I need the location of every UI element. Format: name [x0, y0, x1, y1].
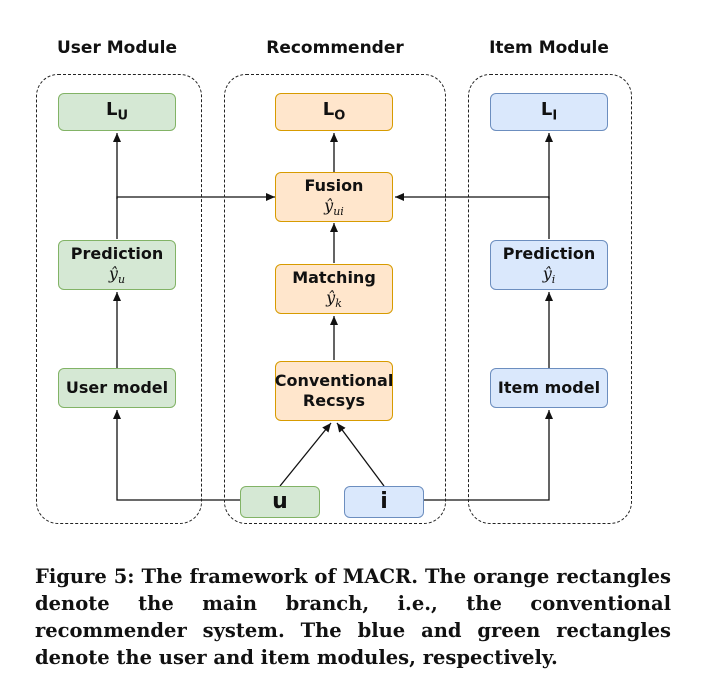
- conventional-line1: Conventional: [274, 371, 394, 390]
- fusion-node: Fusion ŷui: [275, 172, 393, 222]
- fusion-label: Fusion: [304, 175, 364, 195]
- matching-node: Matching ŷk: [275, 264, 393, 314]
- arrow-prediction-u-to-fusion: [116, 193, 275, 201]
- user-module-group: [36, 74, 202, 524]
- conventional-line2: Recsys: [302, 391, 366, 410]
- prediction-item-node: Prediction ŷi: [490, 240, 608, 290]
- arrow-i-to-item-model: [424, 410, 553, 501]
- loss-i-sub: I: [552, 108, 558, 124]
- input-u-node: u: [240, 486, 320, 518]
- framework-diagram: [113, 133, 553, 501]
- conventional-recsys-node: Conventional Recsys: [275, 361, 393, 421]
- loss-u-node: LU: [58, 93, 176, 131]
- fusion-var: ŷ: [324, 195, 334, 215]
- prediction-user-sub: u: [117, 272, 126, 286]
- arrow-prediction-i-to-fusion: [395, 193, 550, 201]
- item-model-label: Item model: [497, 378, 601, 397]
- header-user-module: User Module: [57, 38, 177, 58]
- item-module-group: [468, 74, 632, 524]
- header-recommender: Recommender: [266, 38, 404, 58]
- arrow-u-to-conventional: [279, 422, 332, 487]
- recommender-group: [224, 74, 446, 524]
- matching-var: ŷ: [326, 287, 336, 307]
- prediction-user-label: Prediction: [70, 243, 164, 263]
- prediction-item-sub: i: [551, 272, 556, 286]
- loss-i-base: L: [540, 99, 553, 121]
- arrow-u-to-user-model: [113, 410, 240, 501]
- user-model-node: User model: [58, 368, 176, 408]
- item-model-node: Item model: [490, 368, 608, 408]
- loss-i-node: LI: [490, 93, 608, 131]
- loss-o-sub: O: [334, 108, 346, 124]
- prediction-item-var: ŷ: [542, 263, 552, 283]
- prediction-user-var: ŷ: [108, 263, 118, 283]
- loss-u-base: L: [105, 99, 118, 121]
- input-i-node: i: [344, 486, 424, 518]
- loss-o-base: L: [322, 99, 335, 121]
- arrow-i-to-conventional: [336, 422, 385, 487]
- input-u-label: u: [272, 489, 288, 515]
- prediction-item-label: Prediction: [502, 243, 596, 263]
- fusion-sub: ui: [333, 204, 344, 218]
- matching-sub: k: [335, 296, 342, 310]
- matching-label: Matching: [292, 267, 376, 287]
- input-i-label: i: [380, 489, 388, 515]
- figure-caption: Figure 5: The framework of MACR. The ora…: [35, 565, 671, 669]
- loss-u-sub: U: [117, 108, 129, 124]
- loss-o-node: LO: [275, 93, 393, 131]
- user-model-label: User model: [65, 378, 169, 397]
- prediction-user-node: Prediction ŷu: [58, 240, 176, 290]
- header-item-module: Item Module: [489, 38, 609, 58]
